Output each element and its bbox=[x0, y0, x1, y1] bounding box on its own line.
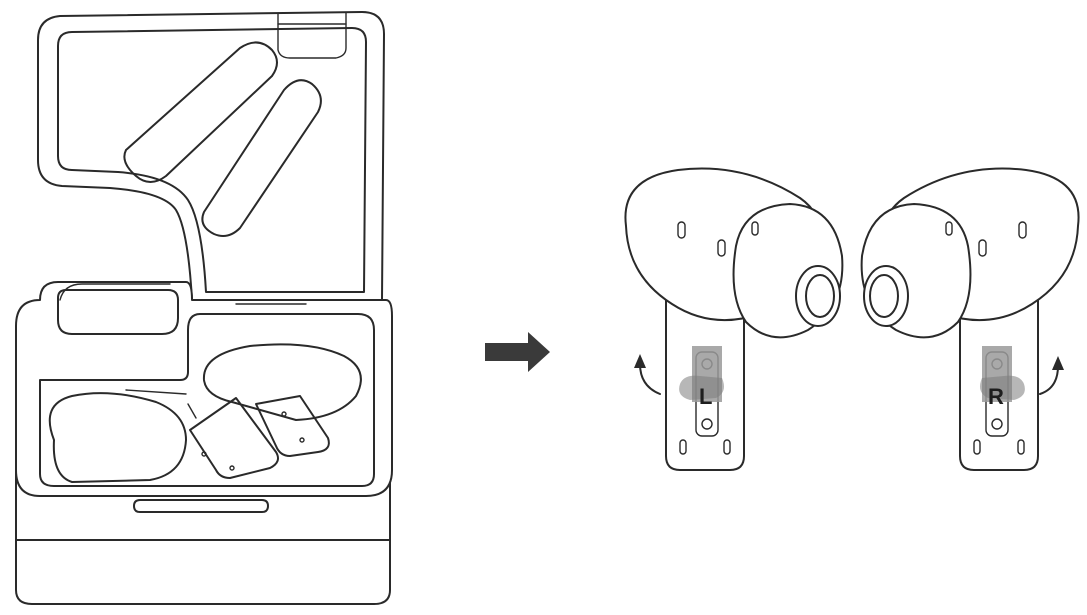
case-base-top bbox=[15, 281, 393, 497]
earbud-well-right bbox=[202, 343, 362, 421]
earbud-right: R bbox=[860, 167, 1080, 471]
case-pocket bbox=[57, 289, 179, 335]
case-base-rim bbox=[39, 313, 375, 487]
case-lid-recess bbox=[57, 27, 367, 293]
case-lid bbox=[37, 11, 385, 301]
charging-case bbox=[15, 11, 393, 605]
earbud-left: L bbox=[624, 167, 844, 471]
lid-slot-left bbox=[123, 41, 278, 183]
right-label: R bbox=[988, 384, 1004, 409]
left-label: L bbox=[699, 384, 712, 409]
case-base bbox=[15, 469, 391, 605]
case-latch bbox=[133, 499, 269, 513]
right-arrow-icon bbox=[485, 332, 550, 372]
earbud-well-left bbox=[48, 392, 187, 483]
curved-arrow-icon bbox=[639, 363, 661, 395]
curved-arrow-icon bbox=[1039, 365, 1059, 395]
stem-slot-right bbox=[255, 395, 330, 457]
lid-slot-right bbox=[201, 79, 322, 237]
case-lid-notch bbox=[277, 12, 347, 59]
stem-slot-left bbox=[189, 397, 279, 479]
